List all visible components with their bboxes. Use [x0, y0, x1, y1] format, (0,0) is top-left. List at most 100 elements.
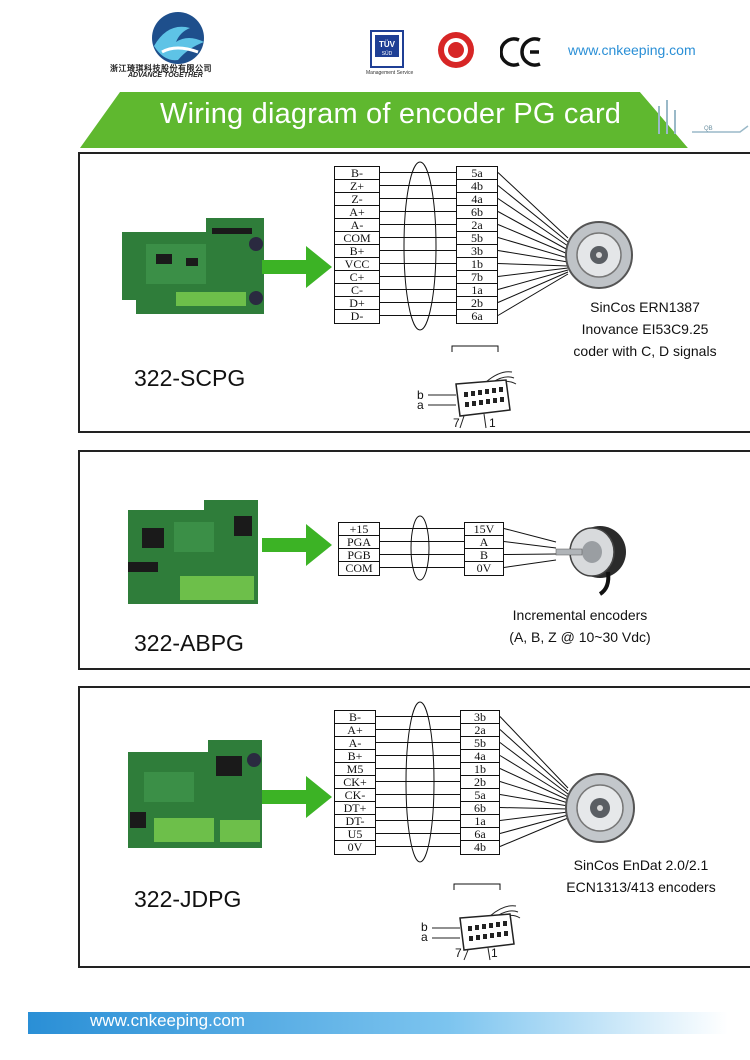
terminal-block-right-jdpg: 3b 2a 5b 4a 1b 2b 5a 6b 1a 6a 4b — [460, 710, 500, 855]
pin-label: 4a — [457, 193, 497, 206]
pin-label: 2a — [457, 219, 497, 232]
terminal-label: COM — [345, 561, 373, 575]
pin-label: 15V — [465, 523, 503, 536]
connect-arrow-icon — [262, 246, 332, 288]
pin-label: 5b — [457, 232, 497, 245]
pin-label: 5a — [457, 167, 497, 180]
terminal-label: D- — [350, 309, 364, 323]
encoder-caption-line: (A, B, Z @ 10~30 Vdc) — [509, 629, 651, 645]
encoder-icon — [565, 221, 633, 289]
encoder-caption-line: SinCos ERN1387 — [590, 299, 700, 315]
connect-arrow-icon — [262, 524, 332, 566]
encoder-icon — [565, 773, 635, 843]
terminal-block-right-abpg: 15V A B 0V — [464, 522, 504, 576]
connector-row-b: b — [417, 388, 424, 402]
pg-card-board-icon — [128, 740, 262, 848]
connector-pin-left: 7 — [455, 946, 462, 960]
company-name-cn: 浙江琦琪科技股份有限公司 — [110, 64, 212, 73]
connector-row-a: a — [417, 398, 424, 412]
pin-label: 6b — [461, 802, 499, 815]
pin-label: 0V — [476, 561, 492, 575]
pin-label: 1a — [457, 284, 497, 297]
pin-label: 1a — [461, 815, 499, 828]
wires-jdpg — [376, 701, 569, 890]
pin-label: 7b — [457, 271, 497, 284]
pin-label: 4b — [457, 180, 497, 193]
pin-label: 6b — [457, 206, 497, 219]
terminal-label: 0V — [347, 840, 363, 854]
pg-card-board-icon — [122, 218, 264, 314]
terminal-label: B+ — [335, 750, 375, 763]
terminal-label: PGB — [339, 549, 379, 562]
pin-label: A — [465, 536, 503, 549]
header-website-link[interactable]: www.cnkeeping.com — [568, 42, 696, 58]
terminal-block-right-scpg: 5a 4b 4a 6b 2a 5b 3b 1b 7b 1a 2b 6a — [456, 166, 498, 324]
terminal-label: B- — [335, 711, 375, 724]
terminal-label: +15 — [339, 523, 379, 536]
wires-scpg — [380, 161, 569, 352]
encoder-caption-line: Inovance EI53C9.25 — [581, 321, 709, 337]
terminal-label: A- — [335, 737, 375, 750]
footer-website-link[interactable]: www.cnkeeping.com — [90, 1011, 245, 1030]
svg-text:TÜV: TÜV — [379, 40, 396, 49]
pin-label: 5a — [461, 789, 499, 802]
terminal-block-left-scpg: B- Z+ Z- A+ A- COM B+ VCC C+ C- D+ D- — [334, 166, 380, 324]
encoder-caption-jdpg: SinCos EnDat 2.0/2.1 ECN1313/413 encoder… — [556, 854, 726, 898]
company-slogan: ADVANCE TOGETHER — [128, 72, 203, 79]
pin-label: 1b — [457, 258, 497, 271]
terminal-label: CK+ — [335, 776, 375, 789]
terminal-label: C- — [335, 284, 379, 297]
title-banner: QB — [80, 92, 750, 148]
terminal-label: DT- — [335, 815, 375, 828]
incremental-encoder-icon — [555, 526, 626, 596]
pin-label: 2b — [461, 776, 499, 789]
terminal-label: Z- — [335, 193, 379, 206]
encoder-caption-line: coder with C, D signals — [573, 343, 717, 359]
quality-seal-icon — [438, 32, 474, 68]
terminal-label: M5 — [335, 763, 375, 776]
connector-row-b: b — [421, 920, 428, 934]
connector-pin-left: 7 — [453, 416, 460, 430]
card-model-abpg: 322-ABPG — [134, 630, 244, 656]
connect-arrow-icon — [262, 776, 332, 818]
pin-label: 4a — [461, 750, 499, 763]
pin-label: 2b — [457, 297, 497, 310]
encoder-caption-abpg: Incremental encoders (A, B, Z @ 10~30 Vd… — [490, 604, 670, 648]
footer-bar — [28, 1012, 728, 1034]
connector-row-a: a — [421, 930, 428, 944]
encoder-caption-line: ECN1313/413 encoders — [566, 879, 716, 895]
terminal-label: Z+ — [335, 180, 379, 193]
terminal-label: U5 — [335, 828, 375, 841]
terminal-label: B+ — [335, 245, 379, 258]
terminal-block-left-abpg: +15 PGA PGB COM — [338, 522, 380, 576]
terminal-label: PGA — [339, 536, 379, 549]
pin-label: 5b — [461, 737, 499, 750]
encoder-caption-line: Incremental encoders — [512, 607, 648, 623]
svg-text:SÜD: SÜD — [382, 50, 393, 57]
terminal-label: D+ — [335, 297, 379, 310]
company-logo-icon — [152, 12, 204, 64]
terminal-label: B- — [335, 167, 379, 180]
card-model-jdpg: 322-JDPG — [134, 886, 242, 912]
connector-plug-icon — [432, 905, 521, 961]
page-title: Wiring diagram of encoder PG card — [160, 98, 622, 130]
terminal-label: VCC — [335, 258, 379, 271]
terminal-label: CK- — [335, 789, 375, 802]
connector-plug-icon — [428, 371, 517, 429]
connector-pin-right: 1 — [489, 416, 496, 430]
terminal-label: C+ — [335, 271, 379, 284]
terminal-label: A+ — [335, 724, 375, 737]
terminal-label: A+ — [335, 206, 379, 219]
tuv-cert-icon: TÜV SÜD — [370, 30, 404, 68]
connector-pin-right: 1 — [491, 946, 498, 960]
terminal-block-left-jdpg: B- A+ A- B+ M5 CK+ CK- DT+ DT- U5 0V — [334, 710, 376, 855]
pin-label: 3b — [457, 245, 497, 258]
pin-label: 4b — [474, 840, 486, 854]
terminal-label: COM — [335, 232, 379, 245]
encoder-caption-scpg: SinCos ERN1387 Inovance EI53C9.25 coder … — [560, 296, 730, 362]
wires-abpg — [380, 515, 557, 581]
pin-label: 6a — [471, 309, 483, 323]
svg-text:QB: QB — [704, 126, 713, 132]
card-model-scpg: 322-SCPG — [134, 365, 246, 391]
pin-label: 2a — [461, 724, 499, 737]
